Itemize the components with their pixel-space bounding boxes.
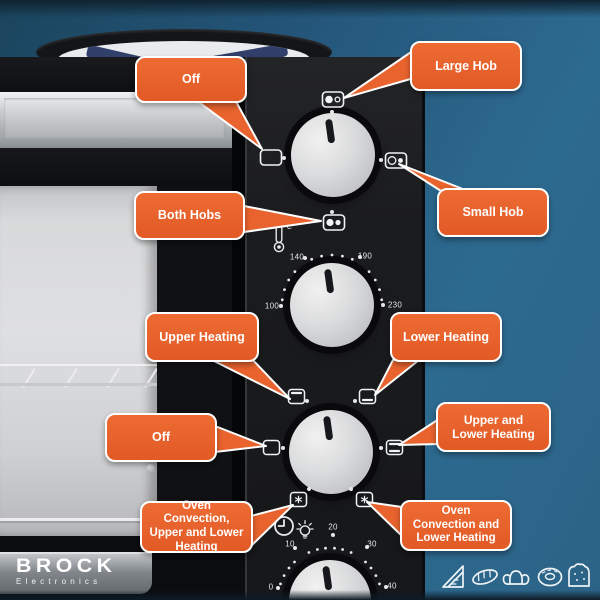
door-screw: [146, 464, 155, 473]
brand-subtitle: Electronics: [16, 577, 102, 586]
callout-lower-heating: Lower Heating: [390, 312, 502, 362]
oven-door-frame: [0, 148, 232, 188]
callout-both-hobs: Both Hobs: [134, 191, 245, 240]
off-icon: [259, 149, 283, 166]
oven-interior: [0, 186, 158, 536]
temperature-unit: °C: [284, 224, 292, 231]
light-bulb-icon: [296, 520, 314, 539]
oven-rack: [0, 518, 154, 521]
convection-upper-lower-icon: [289, 491, 308, 508]
knob-pointer: [324, 118, 335, 144]
temp-tick-label: 190: [357, 251, 373, 261]
brand-logo: BROCK Electronics: [16, 557, 112, 586]
upper-lower-heating-icon: [385, 439, 404, 456]
oven-rack: [0, 364, 157, 366]
bread-icon: [472, 569, 498, 585]
callout-small-hob: Small Hob: [437, 188, 549, 237]
both-hobs-icon: [322, 214, 346, 231]
callout-upper-heating: Upper Heating: [145, 312, 259, 362]
timer-tick-label: 0: [268, 582, 274, 592]
oven-steel-inset: [4, 98, 225, 138]
timer-tick-label: 10: [285, 539, 295, 549]
callout-convection-lower: Oven Convection and Lower Heating: [400, 500, 512, 551]
donut-icon: [537, 567, 563, 587]
toast-icon: [568, 563, 590, 587]
callout-upper-lower-heating: Upper and Lower Heating: [436, 402, 551, 452]
timer-tick-label: 30: [367, 539, 377, 549]
convection-lower-icon: [355, 491, 374, 508]
brand-plate: BROCK Electronics: [0, 552, 152, 594]
large-hob-icon: [321, 91, 345, 108]
timer-tick-label: 40: [387, 581, 397, 591]
lower-heating-icon: [358, 388, 377, 405]
knob-pointer: [321, 565, 332, 591]
temp-tick-label: 230: [387, 300, 403, 310]
callout-hob-off: Off: [135, 56, 247, 103]
sandwich-icon: [442, 565, 464, 588]
clock-icon: [274, 516, 294, 536]
off-icon: [262, 439, 281, 456]
callout-large-hob: Large Hob: [410, 41, 522, 91]
background-top-shade: [0, 0, 600, 18]
timer-tick-label: 20: [328, 522, 338, 532]
oven-rack-rail: [0, 383, 157, 386]
croissant-icon: [502, 570, 530, 585]
temp-tick-label: 140: [289, 252, 305, 262]
knob-pointer: [322, 415, 333, 441]
brand-name: BROCK: [16, 556, 117, 577]
oven-rack-shadow: [0, 521, 154, 523]
callout-convection-upper-lower: Oven Convection, Upper and Lower Heating: [140, 500, 253, 553]
small-hob-icon: [384, 152, 408, 169]
knob-pointer: [323, 268, 334, 294]
temp-tick-label: 100: [264, 301, 280, 311]
upper-heating-icon: [287, 388, 306, 405]
background-bottom-shade: [0, 590, 600, 600]
callout-oven-off: Off: [105, 413, 217, 462]
